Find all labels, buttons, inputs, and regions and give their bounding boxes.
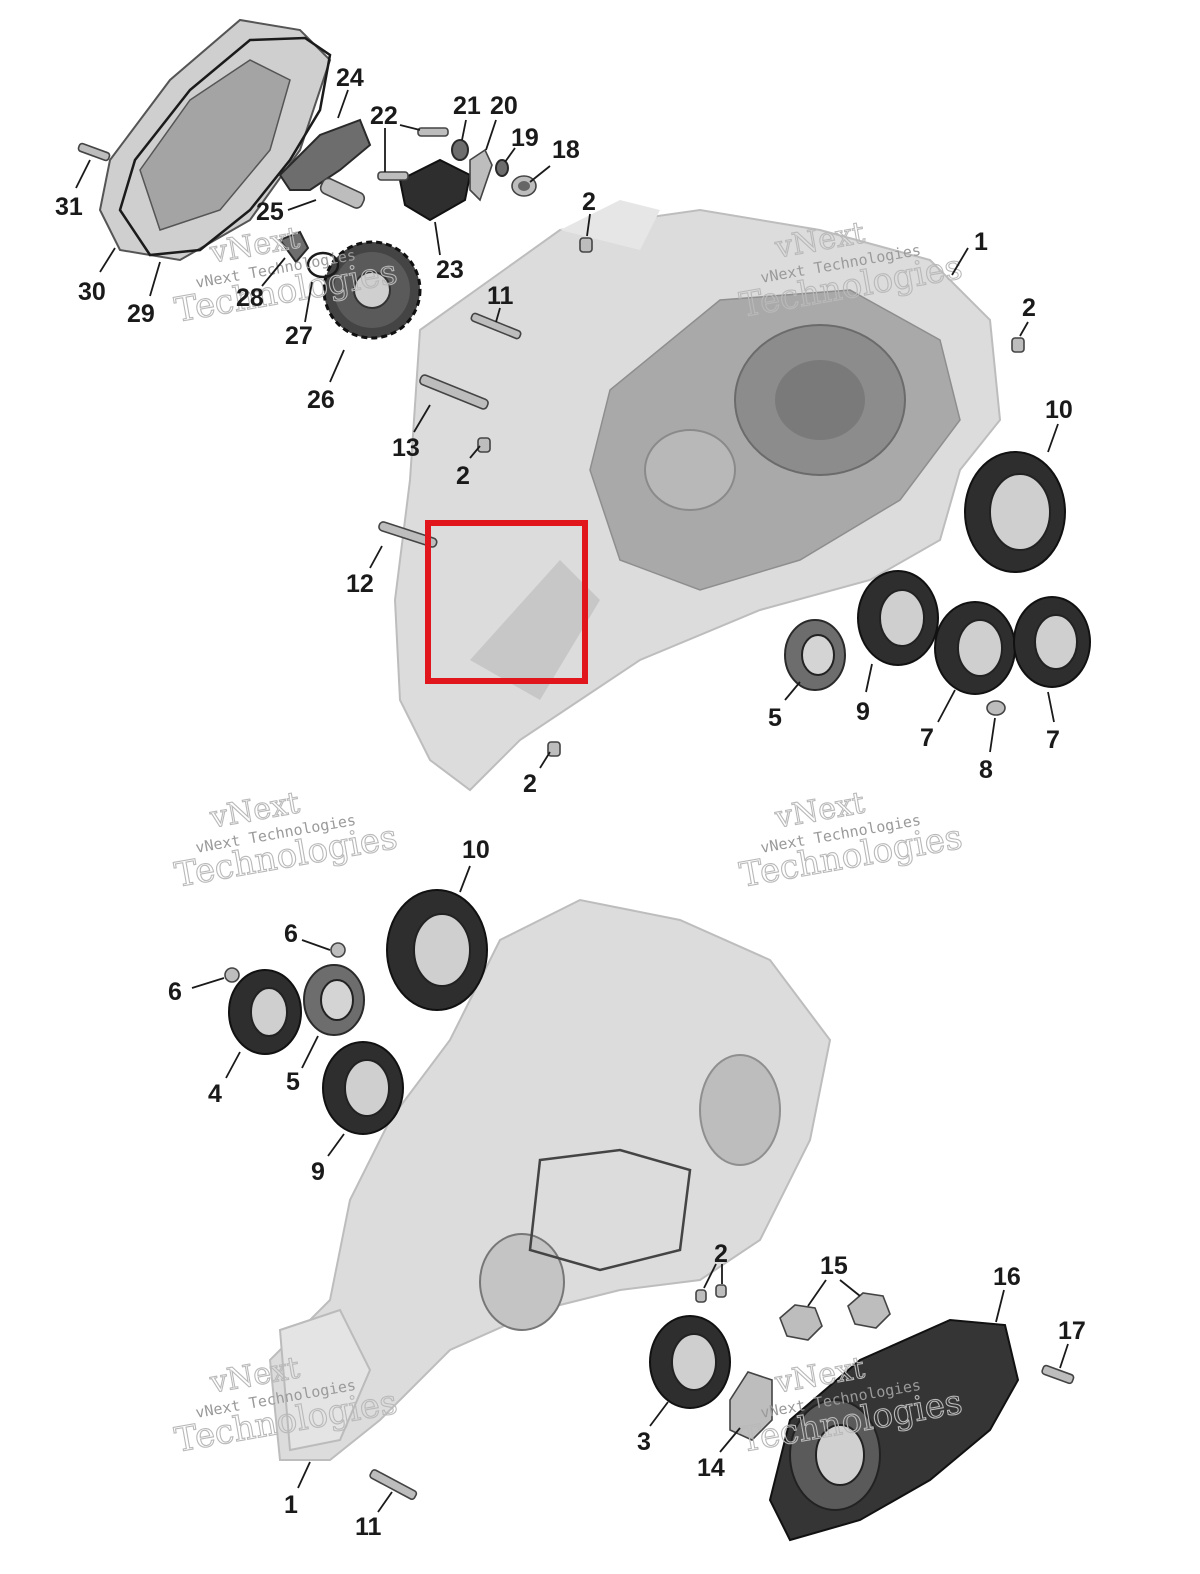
crankcase-housing-upper xyxy=(393,200,1002,792)
bearing-10-lower xyxy=(386,889,488,1011)
callout: 11 xyxy=(487,282,514,310)
callout: 16 xyxy=(993,1263,1021,1291)
callout: 4 xyxy=(208,1080,222,1108)
callout: 7 xyxy=(920,724,934,752)
callout: 9 xyxy=(856,698,870,726)
crankcase-housing-lower xyxy=(268,898,832,1461)
bolt-11-lower xyxy=(369,1469,418,1501)
dowel-2d xyxy=(547,741,561,757)
callout: 10 xyxy=(462,836,490,864)
lower-assembly xyxy=(224,889,1075,1542)
callout: 7 xyxy=(1046,726,1060,754)
bearing-5-lower xyxy=(303,964,365,1036)
callout: 31 xyxy=(55,193,83,221)
callout: 6 xyxy=(284,920,298,948)
bearing-9-upper xyxy=(857,570,939,666)
dowel-2b xyxy=(1011,337,1025,353)
highlight-box xyxy=(425,520,588,684)
callout: 21 xyxy=(453,92,481,120)
bearing-5-upper xyxy=(784,619,846,691)
callout: 2 xyxy=(523,770,537,798)
callout: 23 xyxy=(436,256,464,284)
callout: 15 xyxy=(820,1252,848,1280)
plate-14 xyxy=(729,1371,773,1441)
callout: 14 xyxy=(697,1454,725,1482)
callout: 18 xyxy=(552,136,580,164)
callout: 27 xyxy=(285,322,313,350)
bracket-24 xyxy=(278,118,372,191)
bolts-22 xyxy=(377,127,449,181)
bolt-17 xyxy=(1041,1364,1075,1385)
gear-26 xyxy=(322,240,422,340)
plug-8 xyxy=(986,700,1006,716)
callout: 19 xyxy=(511,124,539,152)
callout: 26 xyxy=(307,386,335,414)
callouts: 1 2 2 2 2 5 7 7 8 9 10 11 12 13 18 19 20… xyxy=(55,64,1086,1541)
washer-19 xyxy=(495,159,509,177)
pin-25 xyxy=(319,177,366,209)
callout: 20 xyxy=(490,92,518,120)
dowel-2-lower-a xyxy=(695,1289,707,1303)
nut-15a xyxy=(779,1304,823,1341)
callout: 30 xyxy=(78,278,106,306)
bolt-11 xyxy=(470,312,522,340)
screw-6b xyxy=(330,942,346,958)
bearing-9-lower xyxy=(322,1041,404,1135)
plate-20 xyxy=(469,148,493,202)
watermark: vNext vNext Technologies Technologies xyxy=(171,785,401,896)
bolt-13 xyxy=(419,374,489,410)
cover-16 xyxy=(768,1318,1020,1542)
dowel-2-lower-b xyxy=(715,1284,727,1298)
bearing-4-lower xyxy=(228,969,302,1055)
bearing-3 xyxy=(649,1315,731,1409)
callout: 11 xyxy=(355,1513,382,1541)
bearing-10-upper xyxy=(964,451,1066,573)
washer-21 xyxy=(451,139,469,161)
callout: 17 xyxy=(1058,1317,1086,1345)
callout: 28 xyxy=(236,284,264,312)
bolt-31 xyxy=(77,142,111,162)
bearing-7b-upper xyxy=(1013,596,1091,688)
dowel-2c xyxy=(477,437,491,453)
callout: 13 xyxy=(392,434,420,462)
dowel-2a xyxy=(579,237,593,253)
callout: 2 xyxy=(456,462,470,490)
screw-6a xyxy=(224,967,240,983)
callout: 12 xyxy=(346,570,374,598)
watermark: vNext vNext Technologies Technologies xyxy=(736,785,966,896)
nut-15b xyxy=(847,1292,891,1329)
bolt-12 xyxy=(378,521,438,548)
callout: 3 xyxy=(637,1428,651,1456)
callout: 5 xyxy=(286,1068,300,1096)
callout: 29 xyxy=(127,300,155,328)
callout: 24 xyxy=(336,64,364,92)
callout: 8 xyxy=(979,756,993,784)
ring-27 xyxy=(306,251,340,279)
callout: 2 xyxy=(582,188,596,216)
lever-23 xyxy=(398,158,472,222)
callout: 2 xyxy=(714,1240,728,1268)
callout: 1 xyxy=(974,228,988,256)
callout: 10 xyxy=(1045,396,1073,424)
callout: 25 xyxy=(256,198,284,226)
callout: 9 xyxy=(311,1158,325,1186)
clip-28 xyxy=(278,230,310,264)
callout: 22 xyxy=(370,102,398,130)
callout: 5 xyxy=(768,704,782,732)
bearing-7a-upper xyxy=(934,601,1016,695)
upper-assembly xyxy=(77,18,1091,792)
callout: 6 xyxy=(168,978,182,1006)
callout: 2 xyxy=(1022,294,1036,322)
side-cover xyxy=(98,18,332,262)
callout: 1 xyxy=(284,1491,298,1519)
